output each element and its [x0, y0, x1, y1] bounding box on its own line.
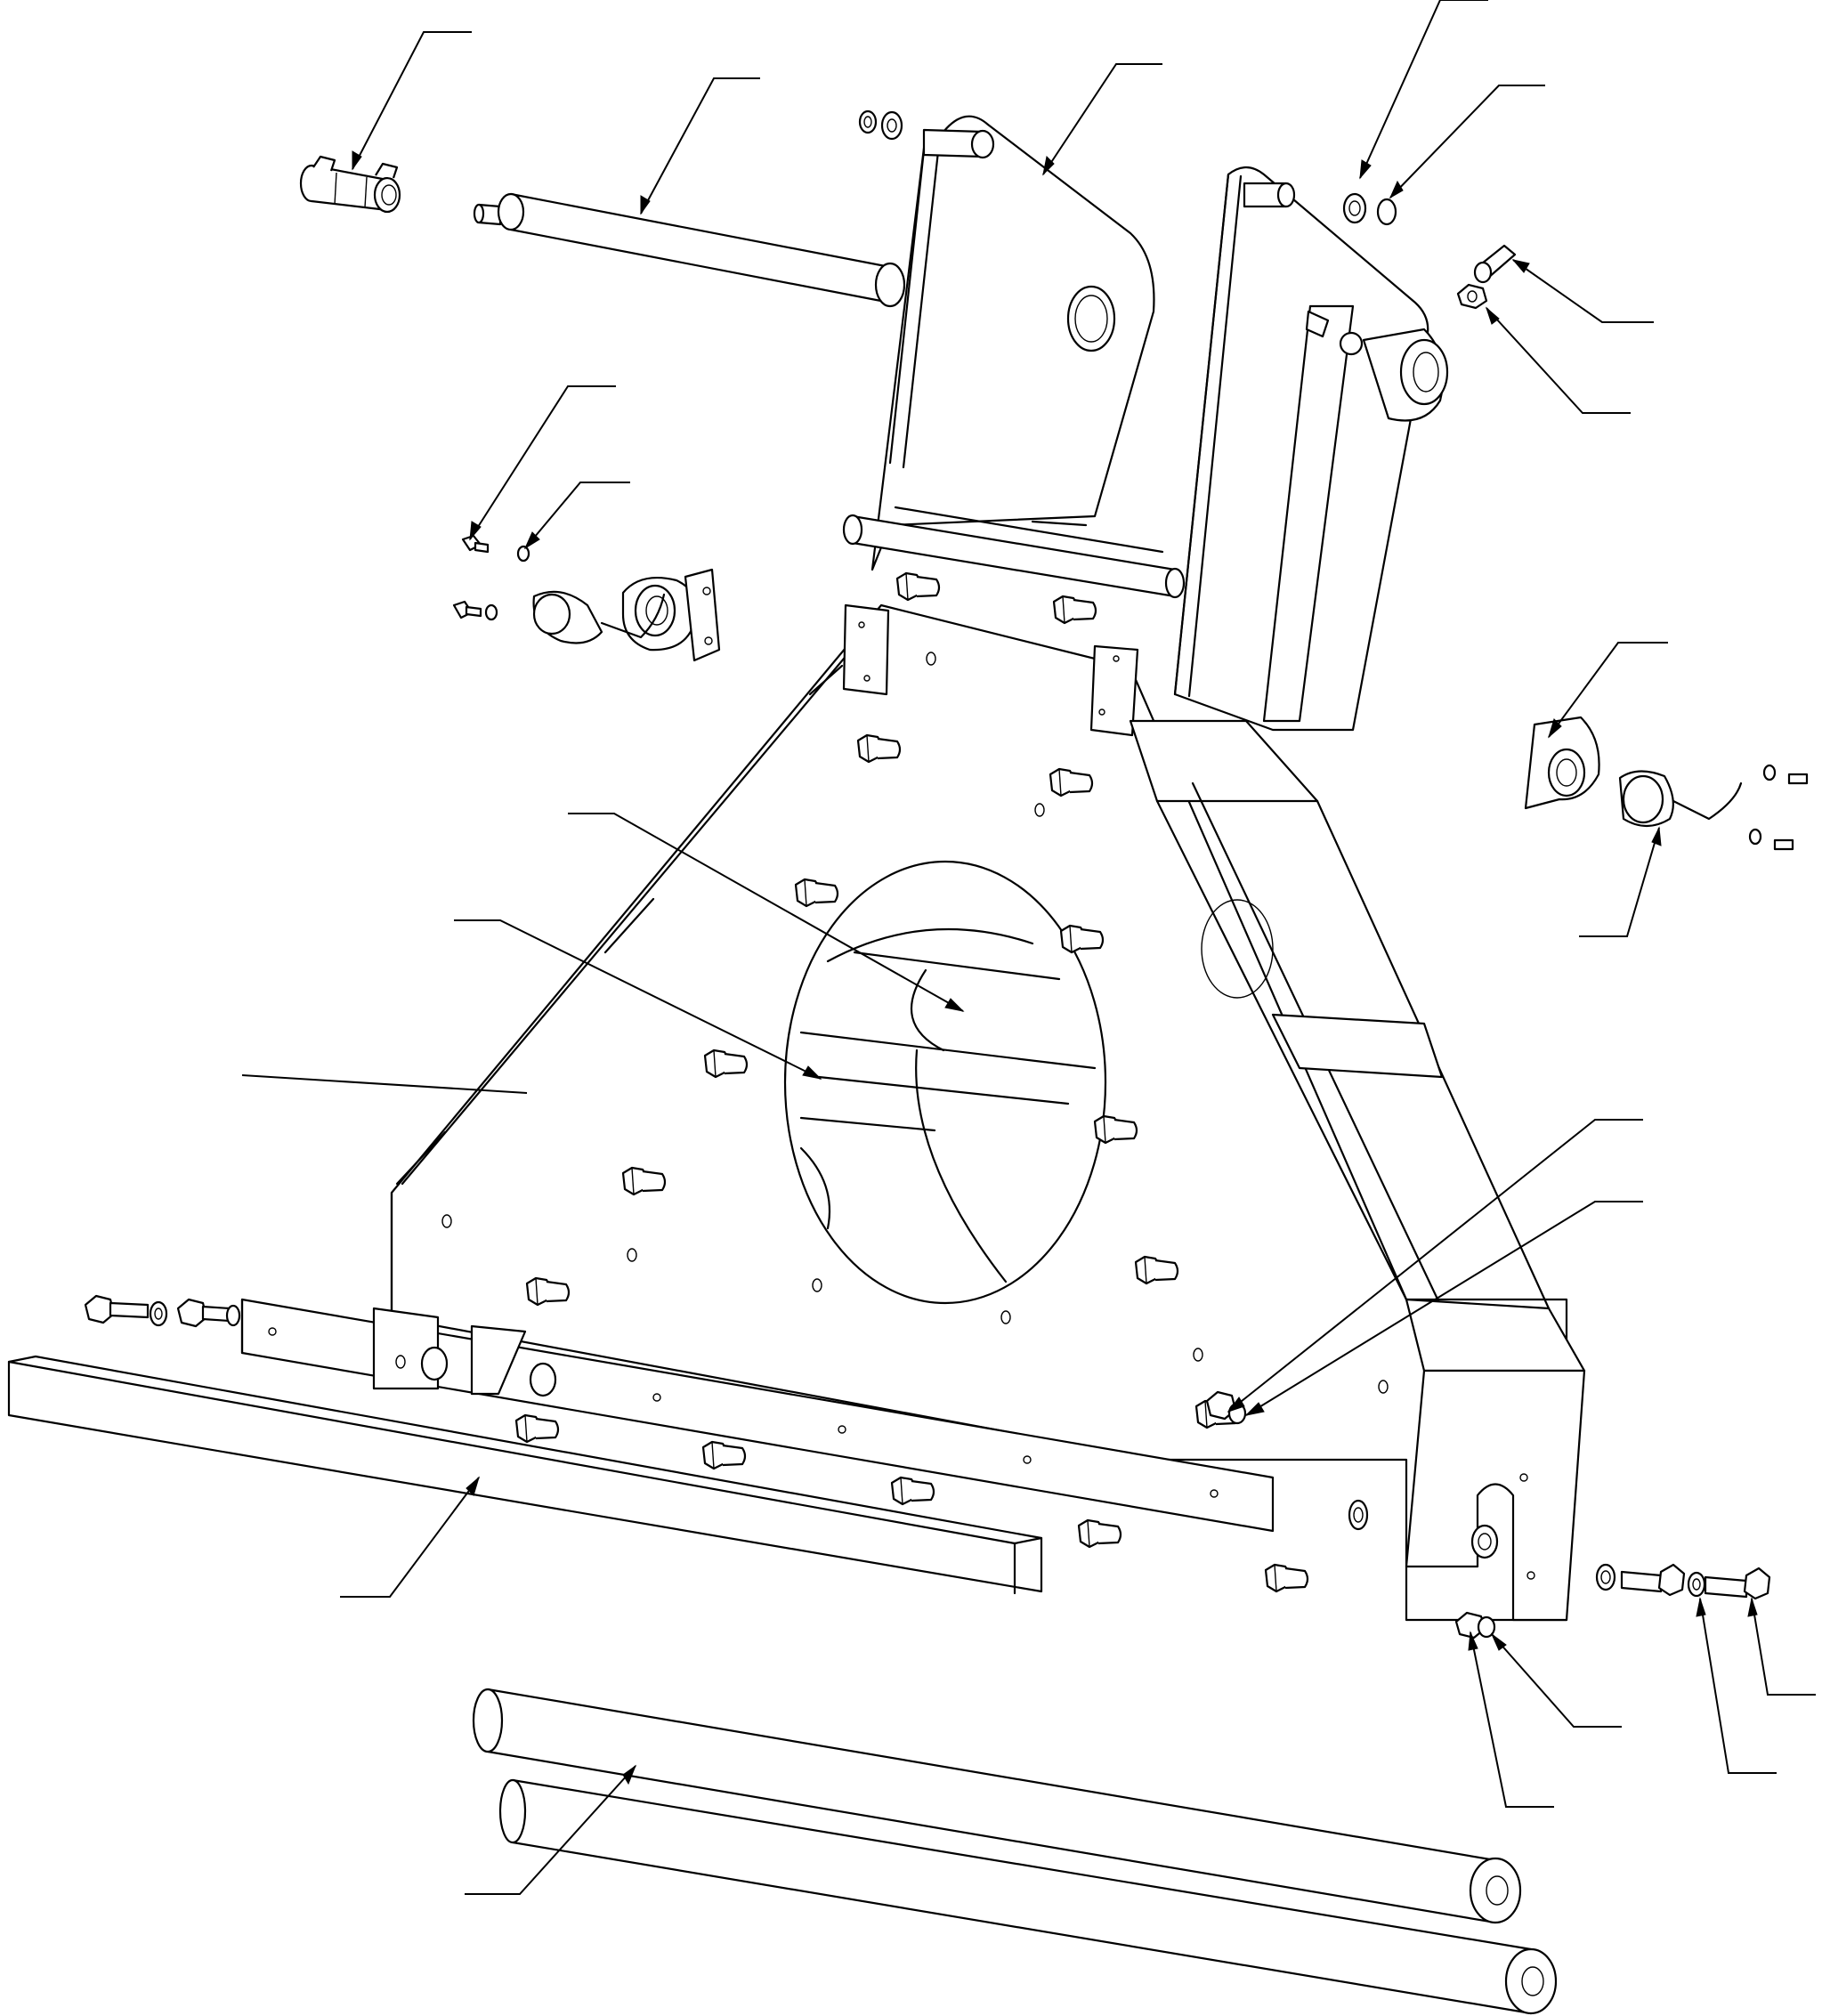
leader-bottom-bar [340, 1477, 480, 1598]
lower-right-fasteners [1205, 1390, 1771, 1640]
bottom-channel [240, 1298, 1275, 1533]
leader-small-bolt-left [469, 385, 616, 540]
bottom-rollers [472, 1688, 1558, 2015]
leader-nut-top-right [1486, 307, 1631, 414]
upper-arm-right [1173, 166, 1449, 732]
leader-lower-bolt-right [1751, 1598, 1816, 1696]
bottom-bar [7, 1355, 1043, 1595]
leader-washer-top [1359, 0, 1488, 179]
top-right-fasteners [1342, 192, 1517, 310]
leader-lines [241, 0, 1816, 1895]
leader-inner-tube-upper [568, 813, 964, 1012]
leader-pin-with-clip [352, 31, 472, 170]
central-opening [783, 860, 1107, 1305]
leader-snap-ring-top [1389, 85, 1545, 198]
pin-with-clip-part [299, 155, 401, 214]
leader-upper-shaft [640, 77, 760, 215]
leader-frame-washer [1245, 1201, 1643, 1416]
bearing-unit-right [1524, 716, 1809, 851]
leader-small-nut-left [524, 482, 630, 549]
leader-rollers [465, 1765, 636, 1895]
bearing-unit-left [452, 534, 721, 662]
leader-bolt-top-right [1512, 259, 1654, 323]
leader-lower-washer [1491, 1633, 1622, 1728]
inner-tube-lower [817, 1075, 1070, 1105]
leader-bearing-bracket-right [1548, 642, 1668, 738]
cross-tube [842, 506, 1186, 599]
leader-frame-bolt [1227, 1119, 1643, 1413]
leader-main-frame-plate [241, 1074, 528, 1094]
side-member-right [1129, 719, 1586, 1622]
leader-lower-lockwasher-right [1699, 1598, 1777, 1774]
left-bolts [84, 1294, 241, 1328]
leader-bearing-unit-right [1579, 827, 1660, 937]
leader-upper-arm-plate [1042, 63, 1162, 175]
top-washer-pair [858, 109, 903, 141]
leader-lower-nut [1470, 1631, 1554, 1808]
inner-tube-upper [853, 951, 1061, 981]
upper-arm-plate [871, 115, 1155, 571]
leader-inner-tube-lower [454, 919, 822, 1080]
upper-shaft-part [473, 192, 906, 308]
